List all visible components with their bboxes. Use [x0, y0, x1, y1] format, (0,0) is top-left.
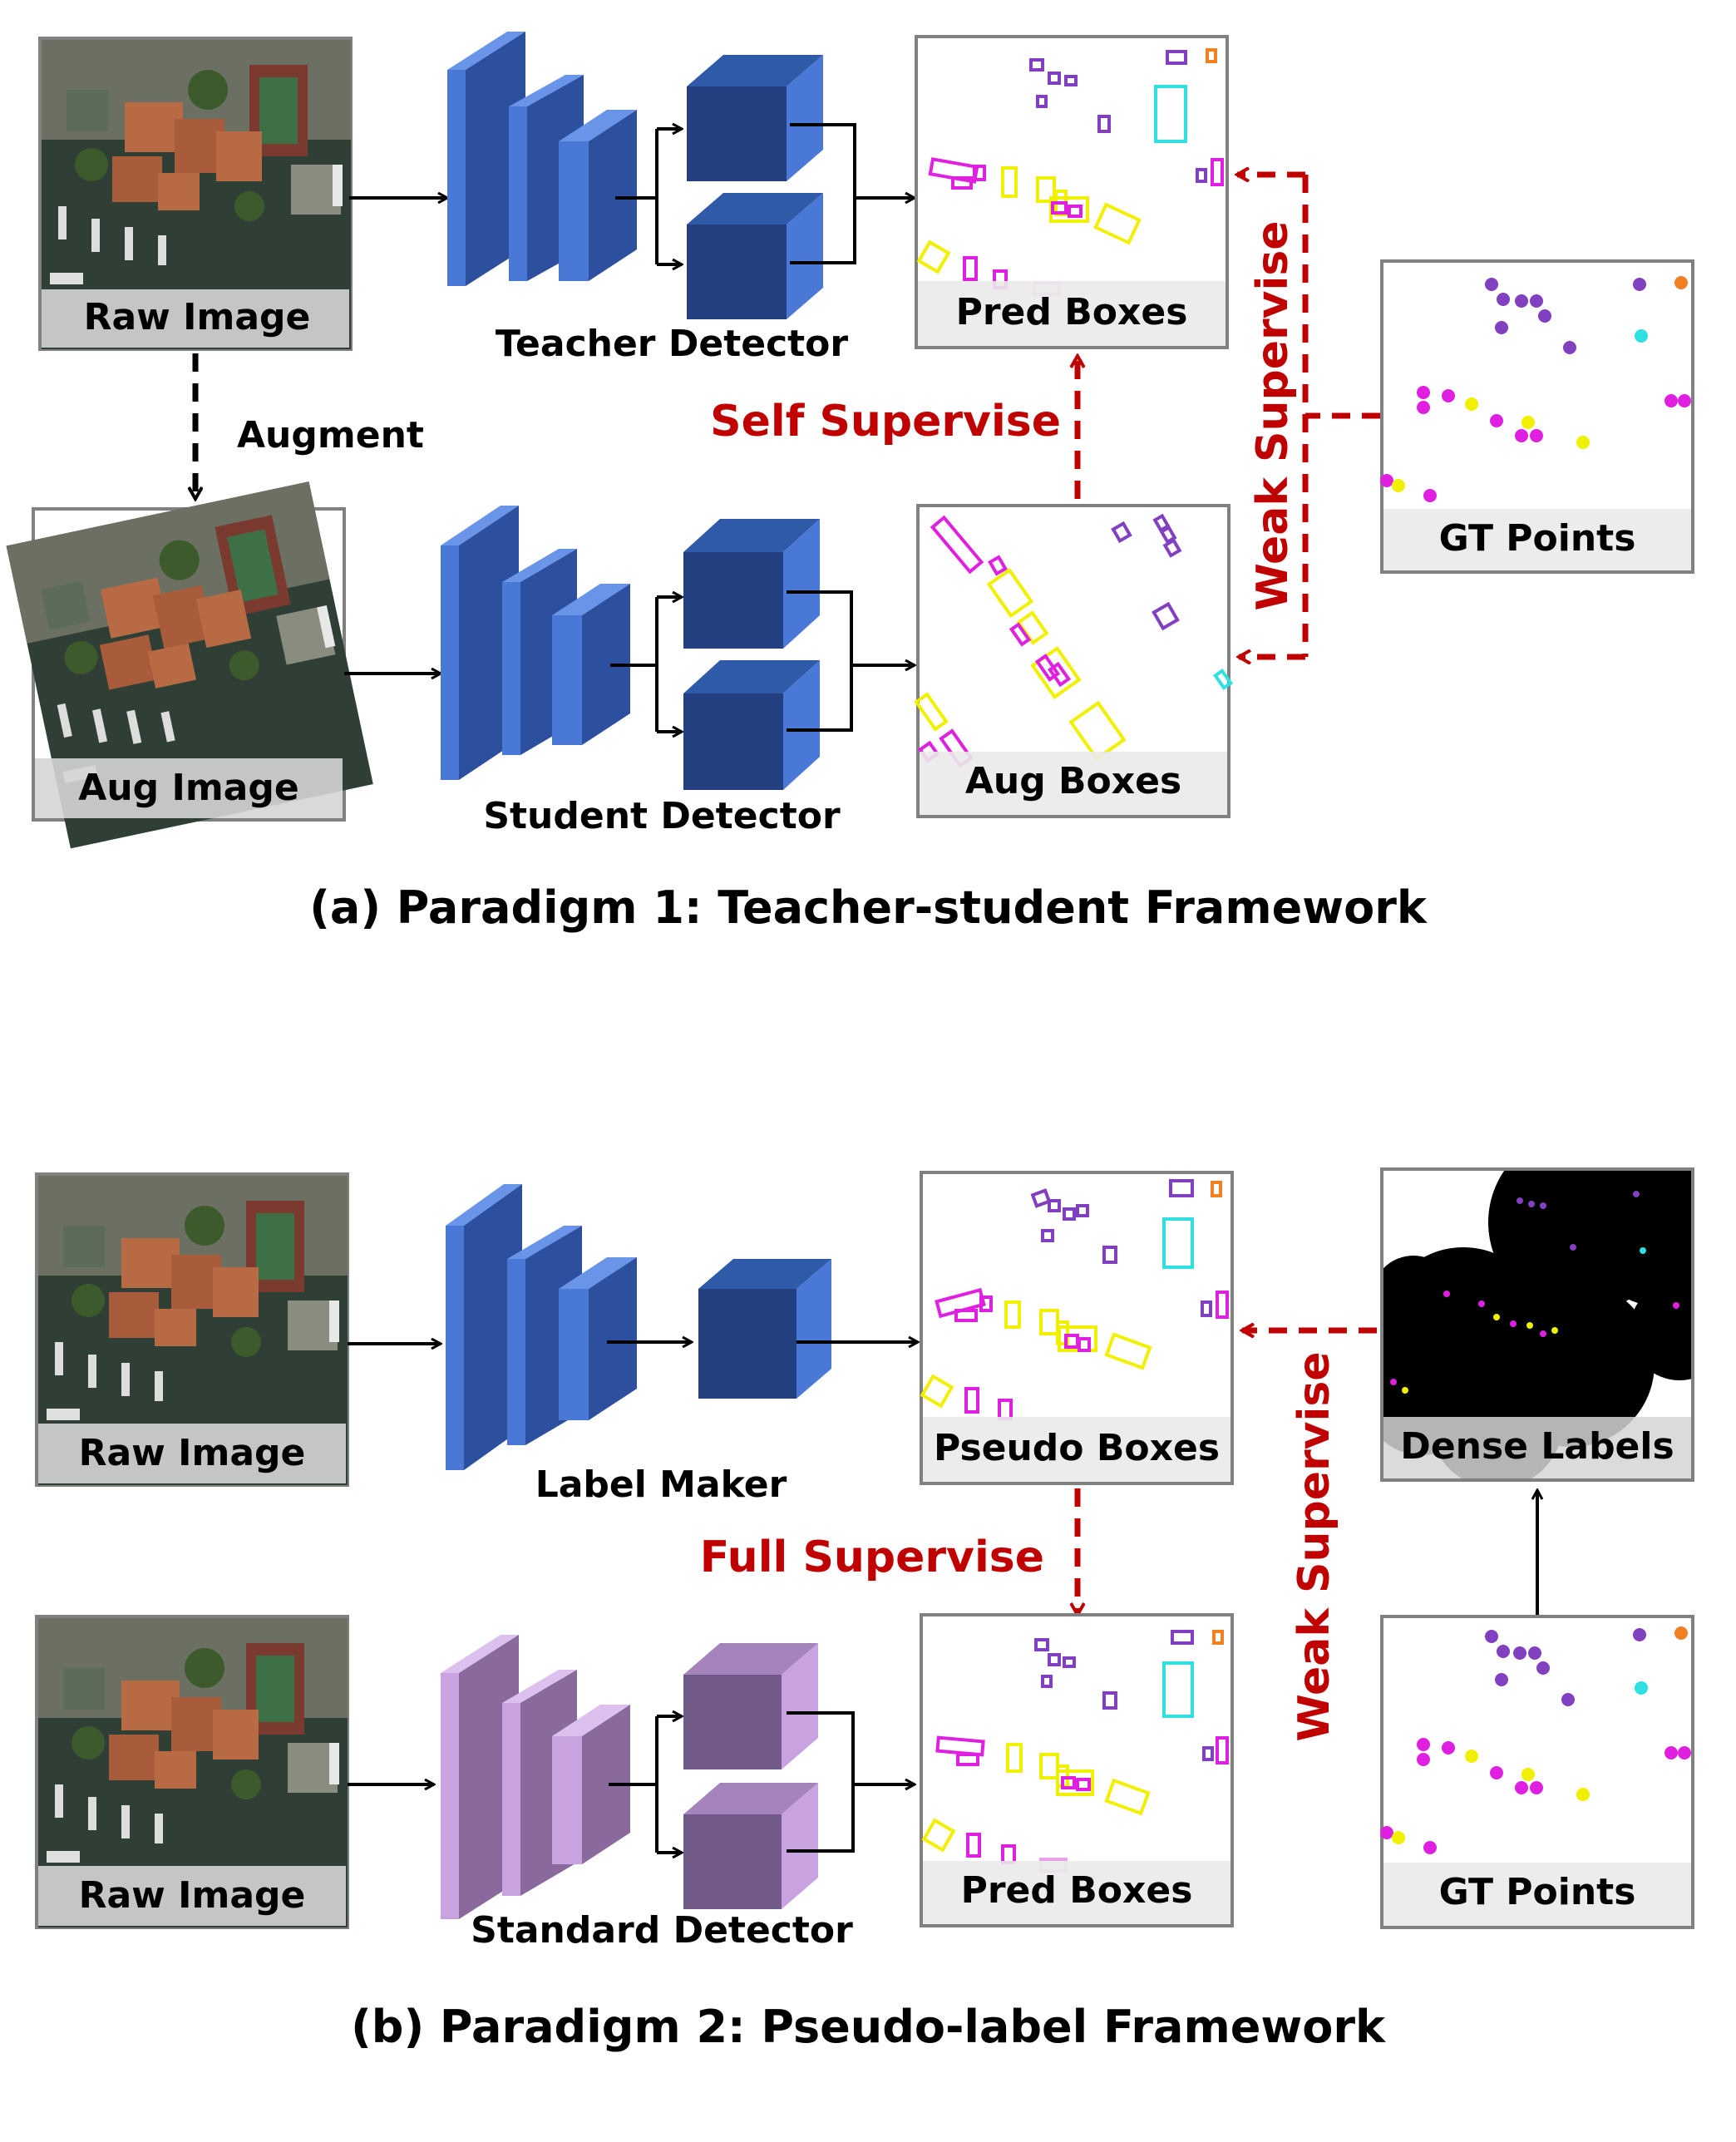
paradigm-2: Raw Image Label Maker: [35, 1167, 1694, 2053]
pred-boxes-panel-2: Pred Boxes: [920, 1613, 1234, 1927]
standard-detector-label: Standard Detector: [471, 1909, 853, 1952]
gt-points-label-1: GT Points: [1439, 517, 1636, 560]
aug-boxes-panel: Aug Boxes: [914, 504, 1234, 818]
self-supervise-label: Self Supervise: [710, 397, 1061, 447]
caption-paradigm-1: (a) Paradigm 1: Teacher-student Framewor…: [309, 881, 1428, 934]
raw-image-bottom-label: Raw Image: [79, 1874, 306, 1917]
dense-labels-label: Dense Labels: [1400, 1425, 1674, 1468]
label-maker-label: Label Maker: [535, 1463, 787, 1506]
dense-labels-panel: Dense Labels: [1380, 1167, 1694, 1482]
full-supervise-label: Full Supervise: [700, 1532, 1044, 1582]
weak-supervise-label-1: Weak Supervise: [1248, 220, 1298, 610]
raw-image-panel: Raw Image: [38, 37, 353, 351]
aug-boxes-label: Aug Boxes: [965, 760, 1181, 802]
raw-image-label: Raw Image: [84, 296, 311, 338]
student-detector-label: Student Detector: [483, 795, 841, 837]
pseudo-boxes-panel: Pseudo Boxes: [920, 1171, 1234, 1485]
pred-boxes-label: Pred Boxes: [956, 291, 1188, 333]
standard-detector: Standard Detector: [348, 1635, 915, 1952]
raw-image-top-label: Raw Image: [79, 1432, 306, 1474]
pred-boxes-label-2: Pred Boxes: [961, 1869, 1193, 1912]
weak-supervise-label-2: Weak Supervise: [1290, 1351, 1339, 1741]
gt-points-label-2: GT Points: [1439, 1871, 1636, 1913]
raw-image-panel-top: Raw Image: [35, 1172, 349, 1487]
teacher-detector-label: Teacher Detector: [496, 323, 849, 365]
raw-image-panel-bottom: Raw Image: [35, 1615, 349, 1929]
student-detector: Student Detector: [344, 506, 915, 837]
weak-supervise-arrows-1: [1237, 175, 1380, 657]
pseudo-boxes-label: Pseudo Boxes: [934, 1427, 1220, 1469]
pred-boxes-panel: Pred Boxes: [915, 35, 1229, 349]
gt-points-panel-2: GT Points: [1380, 1615, 1694, 1929]
aug-image-panel: Aug Image: [6, 481, 373, 849]
augment-label: Augment: [237, 414, 424, 457]
caption-paradigm-2: (b) Paradigm 2: Pseudo-label Framework: [351, 2001, 1386, 2053]
aug-image-label: Aug Image: [78, 767, 298, 809]
teacher-detector: Teacher Detector: [349, 32, 915, 365]
paradigm-1: Raw Image Augment Aug Image: [6, 32, 1694, 934]
gt-points-panel-1: GT Points: [1380, 259, 1694, 574]
label-maker: Label Maker: [348, 1184, 918, 1506]
